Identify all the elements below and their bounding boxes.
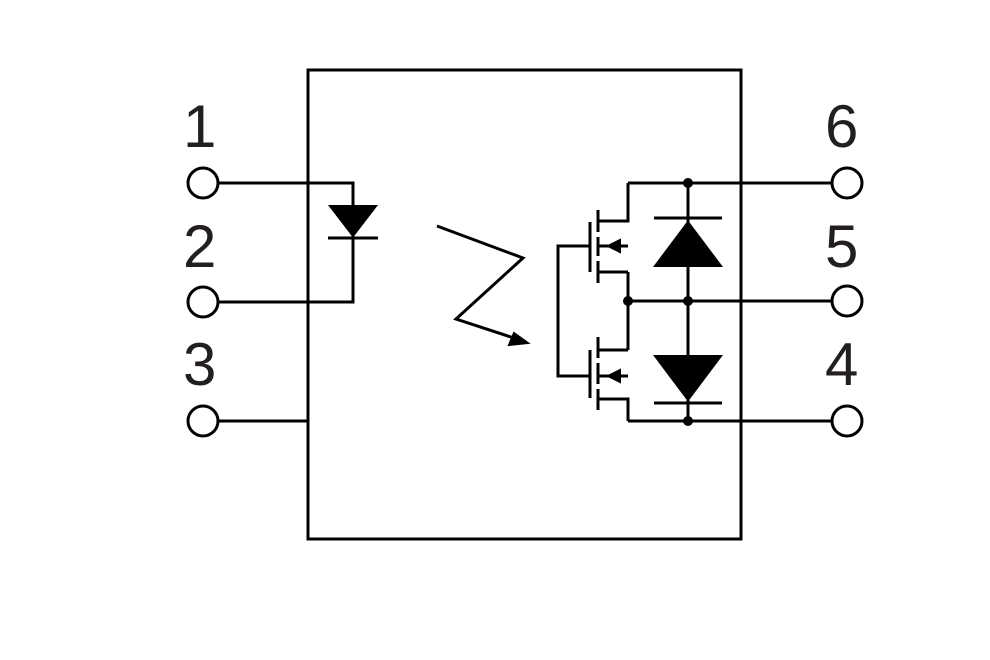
junction-dot: [623, 296, 633, 306]
pin-label-6: 6: [825, 93, 858, 160]
junction-dot: [683, 416, 693, 426]
package-body: [306, 68, 743, 541]
lower-mosfet: [588, 337, 630, 421]
pin-label-5: 5: [825, 213, 858, 280]
pin-3-terminal: [186, 404, 220, 438]
pin-5-terminal: [830, 284, 864, 318]
input-led: [218, 181, 379, 304]
pin-4-terminal: [830, 404, 864, 438]
lower-body-diode: [653, 301, 723, 421]
upper-body-diode: [653, 183, 723, 301]
pin-label-2: 2: [183, 213, 216, 280]
light-arrow: [436, 224, 531, 347]
pin-label-4: 4: [825, 331, 858, 398]
pin-label-3: 3: [183, 331, 216, 398]
junction-dot: [683, 178, 693, 188]
pin-label-1: 1: [183, 93, 216, 160]
upper-mosfet: [588, 183, 630, 283]
pin-6-terminal: [830, 166, 864, 200]
junction-dot: [683, 296, 693, 306]
pin-2-terminal: [186, 285, 220, 319]
gate-wire: [556, 244, 590, 378]
pin-1-terminal: [186, 166, 220, 200]
